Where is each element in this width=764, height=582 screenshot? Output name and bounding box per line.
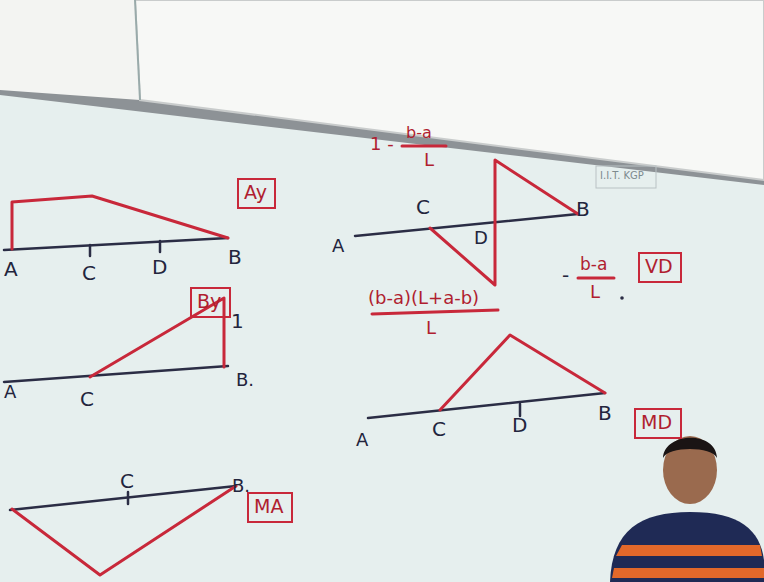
paper-sheet [135, 0, 764, 180]
point-label: B. [236, 370, 254, 390]
point-label: A [4, 382, 16, 402]
node-text: VD [645, 255, 675, 278]
point-label: L [426, 318, 436, 338]
paper-sheet [0, 0, 140, 100]
boxed-label: MA [247, 492, 293, 523]
node-text: Ay [244, 181, 269, 204]
point-label: (b-a)(L+a-b) [368, 288, 479, 308]
influence-line [440, 335, 605, 410]
beam-axis [355, 214, 578, 236]
paper-edge [135, 0, 140, 100]
tick [89, 245, 92, 256]
fraction-bar [372, 310, 498, 314]
beam-axis [4, 366, 228, 382]
logo-frame [596, 166, 656, 188]
fraction-bar [402, 145, 446, 148]
tick [127, 492, 130, 504]
point-label: b-a [580, 255, 607, 274]
point-label: B [228, 246, 242, 268]
point-label: C [416, 196, 430, 218]
tick [159, 241, 162, 252]
node-text: MA [254, 495, 286, 518]
influence-line [12, 486, 236, 575]
point-label: B [576, 198, 590, 220]
boxed-label: MD [634, 408, 682, 439]
shadow [0, 0, 764, 185]
point-label: C [120, 470, 134, 492]
point-label: C [82, 262, 96, 284]
lecturer [610, 436, 764, 582]
fraction-bar [578, 277, 614, 280]
point-label: A [356, 430, 368, 450]
influence-line [430, 160, 578, 285]
node-text: By [197, 290, 224, 313]
point-label: b-a [406, 124, 432, 142]
node-text: MD [641, 411, 675, 434]
point-label: 1 - [370, 134, 394, 154]
point-label: B. [232, 476, 250, 496]
point-label: B [598, 402, 612, 424]
point-label: D [512, 414, 527, 436]
boxed-label: VD [638, 252, 682, 283]
point-label: L [424, 150, 434, 170]
beam-axis [368, 393, 605, 418]
point-label: A [332, 236, 344, 256]
point-label: L [590, 282, 600, 302]
point-label: A [4, 258, 18, 280]
influence-line [12, 196, 228, 249]
point-label: 1 [231, 310, 244, 332]
watermark: I.I.T. KGP [600, 170, 644, 181]
boxed-label: By [190, 287, 231, 318]
point-label: D [474, 228, 488, 248]
dot [620, 296, 624, 300]
point-label: C [80, 388, 94, 410]
boxed-label: Ay [237, 178, 276, 209]
point-label: - [562, 264, 569, 286]
beam-axis [4, 238, 228, 250]
point-label: C [432, 418, 446, 440]
point-label: D [152, 256, 167, 278]
